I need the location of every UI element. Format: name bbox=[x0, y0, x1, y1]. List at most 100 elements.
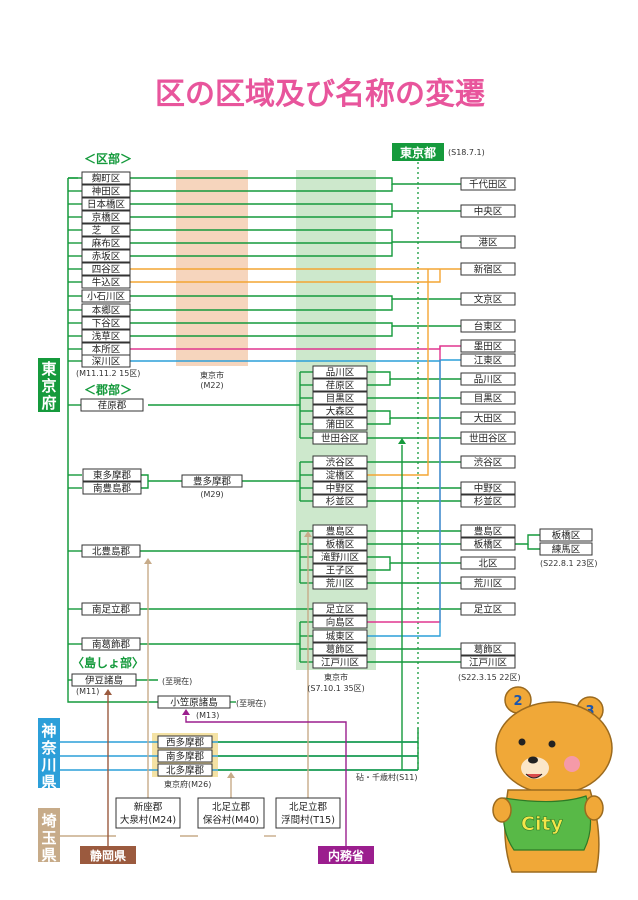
county-nishitama-box bbox=[157, 735, 213, 749]
new-ward-2-box bbox=[460, 235, 516, 249]
s7-ward-12-box bbox=[312, 550, 368, 564]
old-ward-8: 牛込区 bbox=[92, 277, 121, 289]
s7-ward-5: 世田谷区 bbox=[321, 433, 360, 445]
link-ushigome-shinjuku bbox=[130, 269, 441, 283]
s7-ward-10-box bbox=[312, 524, 368, 538]
arrow-niiza bbox=[144, 558, 152, 564]
old-ward-11: 下谷区 bbox=[92, 319, 121, 330]
new-ward-20: 葛飾区 bbox=[474, 644, 503, 656]
s7-ward-6-box bbox=[312, 455, 368, 469]
county-nishitama: 西多摩郡 bbox=[166, 737, 205, 749]
s7-ward-4-box bbox=[312, 417, 368, 431]
new-ward-14-box bbox=[460, 494, 516, 508]
link-shiba-minato bbox=[130, 229, 461, 243]
link-koishikawa-bunkyo bbox=[130, 295, 461, 300]
new-ward-21-box bbox=[460, 655, 516, 669]
split-ward-nerima-box bbox=[539, 542, 593, 556]
s7-ward-17-box bbox=[312, 629, 368, 643]
s7-ward-9-box bbox=[312, 494, 368, 508]
s7-ward-14: 荒川区 bbox=[326, 579, 355, 590]
old-ward-8-box bbox=[81, 275, 131, 289]
link-s7-yodobashi-shinjuku bbox=[367, 269, 429, 476]
old-ward-0: 麹町区 bbox=[92, 173, 121, 185]
link-s7-takinogawa-kita bbox=[367, 556, 461, 564]
new-ward-12-box bbox=[460, 455, 516, 469]
shimabu-header: 〈島しょ部〉 bbox=[72, 655, 144, 670]
new-ward-11-box bbox=[460, 431, 516, 445]
mascot-head bbox=[495, 701, 613, 795]
county-higashitama: 東多摩郡 bbox=[93, 470, 132, 482]
s7-ward-15: 足立区 bbox=[326, 604, 355, 616]
new-ward-2: 港区 bbox=[478, 237, 498, 249]
new-ward-16: 板橋区 bbox=[474, 539, 503, 551]
mascot-muzzle bbox=[521, 757, 549, 779]
arrow-naimusho bbox=[182, 709, 190, 715]
source-kitaadachi-1-a: 北足立郡 bbox=[212, 801, 251, 813]
s7-ward-8: 中野区 bbox=[326, 483, 355, 495]
mascot-mouth bbox=[525, 773, 543, 779]
s7-ward-11: 板橋区 bbox=[326, 539, 355, 551]
county-ogasawara: 小笠原諸島 bbox=[170, 697, 218, 709]
new-ward-10: 大田区 bbox=[474, 413, 503, 425]
mascot-nose bbox=[528, 756, 538, 764]
mascot-shirt-text: City bbox=[521, 813, 564, 835]
new-ward-4: 文京区 bbox=[474, 294, 503, 306]
new-ward-13: 中野区 bbox=[474, 483, 503, 495]
old-ward-14: 深川区 bbox=[92, 357, 121, 368]
old-ward-3-box bbox=[81, 210, 131, 224]
s7-ward-19-box bbox=[312, 655, 368, 669]
mascot-eye-left bbox=[518, 738, 526, 746]
county-ebara: 荏原郡 bbox=[98, 401, 127, 412]
new-ward-19-box bbox=[460, 602, 516, 616]
old-ward-5-box bbox=[81, 236, 131, 250]
s7-ward-0-box bbox=[312, 365, 368, 379]
link-kyobashi-chuo bbox=[130, 211, 393, 218]
county-izu: 伊豆諸島 bbox=[85, 675, 123, 687]
note-tokyo-shi-s7-b: (S7.10.1 35区) bbox=[307, 684, 365, 693]
link-asakusa-taito bbox=[130, 326, 393, 337]
county-minamiadachi-box bbox=[81, 602, 141, 616]
s7-ward-2-box bbox=[312, 391, 368, 405]
county-ogasawara-box bbox=[157, 695, 231, 709]
s7-ward-13: 王子区 bbox=[326, 566, 355, 577]
county-ebara-box bbox=[80, 398, 144, 412]
s7-ward-3-box bbox=[312, 404, 368, 418]
arrow-hoya bbox=[227, 772, 235, 778]
new-ward-10-box bbox=[460, 411, 516, 425]
new-ward-17-box bbox=[460, 556, 516, 570]
tokyo-city-m22-shade bbox=[176, 170, 248, 366]
old-ward-7-box bbox=[81, 262, 131, 276]
arrow-ukima bbox=[304, 531, 312, 537]
s7-ward-16: 向島区 bbox=[326, 617, 355, 629]
new-ward-1-box bbox=[460, 204, 516, 218]
county-kitatama-box bbox=[157, 763, 213, 777]
spine-ogasawara bbox=[67, 690, 158, 703]
county-minamitama: 南多摩郡 bbox=[166, 751, 205, 763]
connector-lines bbox=[60, 177, 540, 846]
shizuoka-box bbox=[80, 846, 136, 864]
link-s7-kamata-ota bbox=[367, 418, 391, 425]
new-ward-7: 江東区 bbox=[474, 355, 503, 367]
link-s7-omori-ota bbox=[367, 410, 461, 419]
link-s7-mukojima-sumida bbox=[367, 346, 441, 623]
source-niiza-box bbox=[115, 797, 181, 829]
old-ward-3: 京橋区 bbox=[92, 212, 121, 224]
note-s22-8-1: (S22.8.1 23区) bbox=[540, 559, 598, 568]
mascot-eye-right bbox=[548, 740, 556, 748]
note-tokyo-shi-m22-b: (M22) bbox=[200, 381, 223, 390]
link-akasaka-minato bbox=[130, 242, 393, 257]
new-ward-0: 千代田区 bbox=[469, 180, 508, 191]
old-ward-1-box bbox=[81, 184, 131, 198]
county-higashitama-box bbox=[82, 468, 142, 482]
saitama-side-box bbox=[38, 808, 60, 862]
s7-ward-5-box bbox=[312, 431, 368, 445]
split-itabashi-a bbox=[515, 534, 540, 545]
new-ward-5-box bbox=[460, 319, 516, 333]
saitama-side-label: 埼玉県 bbox=[41, 812, 56, 864]
s7-ward-17: 城東区 bbox=[326, 631, 355, 643]
s7-ward-6: 渋谷区 bbox=[326, 457, 355, 469]
arrow-shizuoka bbox=[104, 689, 112, 695]
note-m11-15ku: (M11.11.2 15区) bbox=[76, 369, 140, 378]
